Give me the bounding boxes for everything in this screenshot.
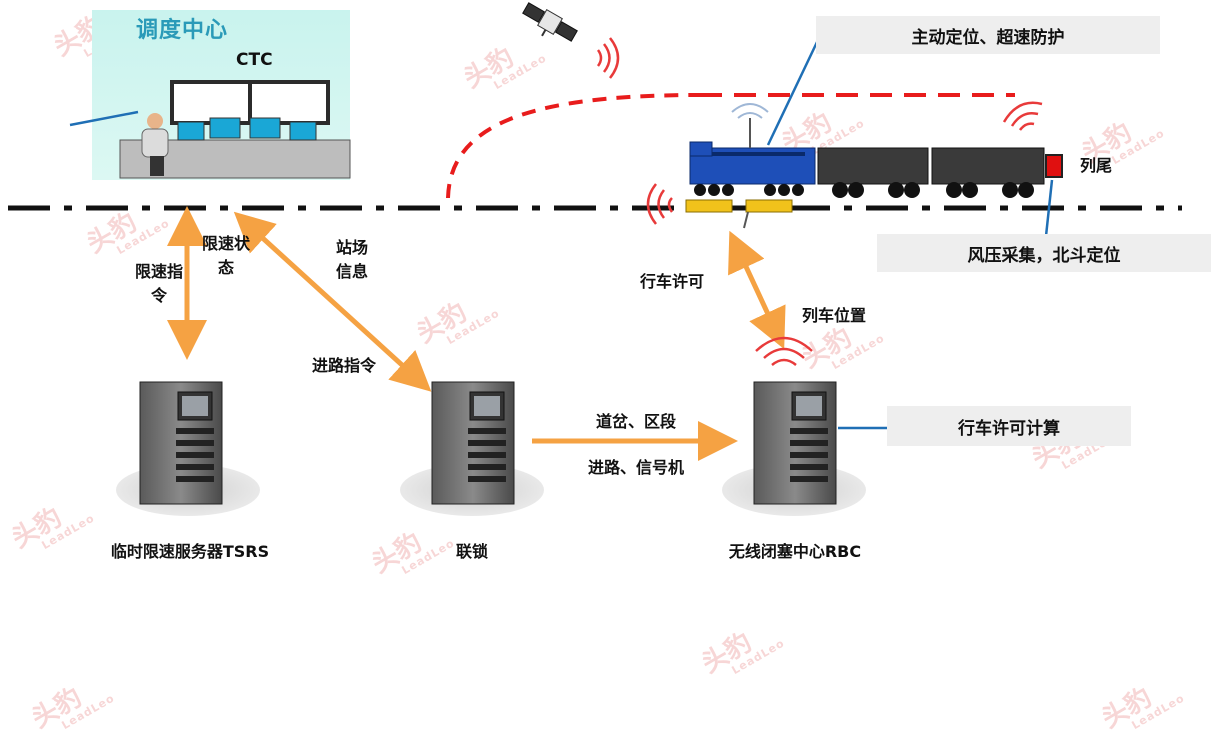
server-rack-tsrs-icon: [116, 381, 260, 516]
callout-active-positioning: 主动定位、超速防护: [816, 16, 1160, 54]
balise-cable: [743, 211, 749, 229]
satellite-path-dashed: [446, 93, 701, 199]
balise-icon: [745, 199, 793, 213]
balise-icon: [685, 199, 733, 213]
wagon-icon: [817, 147, 929, 198]
callout-line-air-pressure: [1044, 179, 1054, 237]
label-route-signal: 进路、信号机: [588, 458, 685, 477]
label-speed-limit-status: 限速状 态: [201, 234, 250, 277]
callout-line-active-positioning: [766, 39, 820, 146]
arrow-interlocking-ctc: [233, 211, 432, 392]
train-tail-device-icon: [1045, 154, 1063, 178]
radio-waves-icon: [596, 37, 620, 79]
label-interlocking: 联锁: [455, 542, 488, 561]
label-station-info: 站场 信息: [335, 238, 368, 281]
arrow-rbc-train: [728, 230, 786, 350]
diagram-graphics: [8, 2, 1182, 516]
callout-ma-calc: 行车许可计算: [887, 406, 1131, 446]
server-rack-interlocking-icon: [400, 381, 544, 516]
label-switch-section: 道岔、区段: [596, 412, 677, 431]
callout-air-pressure: 风压采集，北斗定位: [877, 234, 1211, 272]
label-movement-authority: 行车许可: [640, 272, 705, 291]
radio-waves-icon: [646, 183, 674, 225]
label-route-cmd: 进路指令: [312, 356, 377, 375]
server-rack-rbc-icon: [722, 381, 866, 516]
label-speed-limit-cmd: 限速指 令: [134, 262, 183, 305]
ctc-label: CTC: [236, 50, 273, 70]
label-train-position: 列车位置: [802, 306, 867, 325]
label-tsrs: 临时限速服务器TSRS: [110, 542, 270, 561]
train-tail-label: 列尾: [1080, 156, 1113, 175]
radio-waves-icon: [731, 103, 769, 119]
radio-waves-icon: [1002, 101, 1043, 131]
ctc-console-illustration: [119, 80, 351, 179]
satellite-icon: [522, 2, 578, 42]
radio-waves-icon: [755, 336, 813, 366]
locomotive-icon: [689, 118, 816, 196]
ctc-pointer-line: [69, 110, 139, 127]
ctc-title: 调度中心: [136, 18, 229, 43]
label-rbc: 无线闭塞中心RBC: [728, 542, 862, 561]
wagon-icon: [931, 147, 1045, 198]
